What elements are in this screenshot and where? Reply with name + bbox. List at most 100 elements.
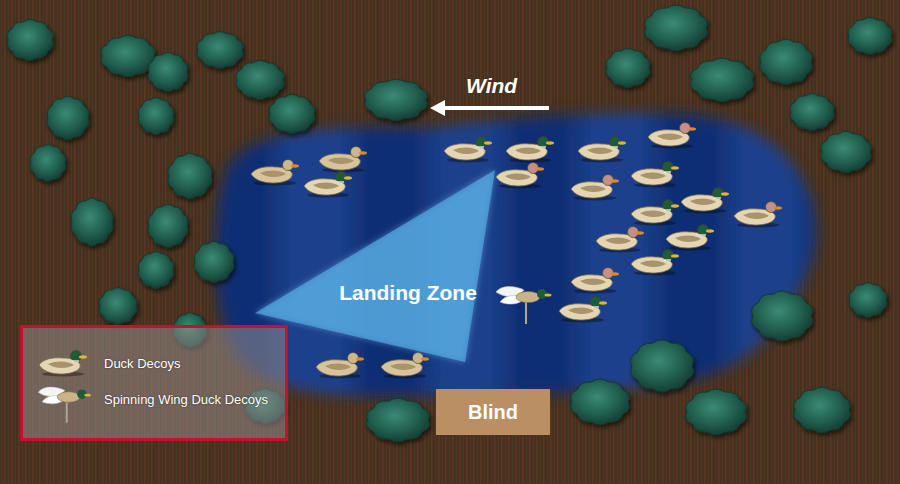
spinner-bill bbox=[545, 294, 552, 297]
decoy-wing bbox=[325, 363, 351, 369]
duck-decoy bbox=[631, 200, 679, 226]
landing-zone-fill bbox=[255, 170, 495, 362]
bush bbox=[148, 52, 188, 91]
bush bbox=[849, 283, 887, 318]
bush bbox=[821, 131, 871, 172]
decoy-bill bbox=[291, 164, 299, 167]
wind-arrow-head bbox=[430, 100, 445, 116]
bush bbox=[690, 58, 753, 101]
decoy-bill bbox=[671, 254, 679, 257]
decoy-neck-ring bbox=[592, 306, 599, 307]
decoys bbox=[251, 123, 782, 379]
decoy-wing bbox=[690, 198, 716, 204]
bush bbox=[686, 389, 747, 435]
bush bbox=[366, 398, 429, 441]
decoy-wing bbox=[640, 172, 666, 178]
decoy-bill bbox=[359, 151, 367, 154]
legend-samples bbox=[23, 328, 103, 438]
pond bbox=[215, 113, 817, 396]
decoy-wing bbox=[260, 170, 286, 176]
decoy-neck-ring bbox=[664, 209, 671, 210]
decoy-wing bbox=[390, 363, 416, 369]
decoy-neck-ring bbox=[699, 234, 706, 235]
bush bbox=[148, 204, 188, 247]
legend-text: Spinning Wing Duck Decoys bbox=[104, 392, 268, 407]
decoy-wing bbox=[313, 182, 339, 188]
duck-decoy bbox=[666, 225, 714, 251]
duck-decoy bbox=[631, 162, 679, 188]
decoy-wing bbox=[743, 212, 769, 218]
duck-decoy bbox=[304, 172, 352, 198]
decoy-neck-ring bbox=[477, 146, 484, 147]
decoy-wing bbox=[453, 147, 479, 153]
bush bbox=[606, 48, 650, 87]
bush bbox=[644, 5, 707, 51]
spinner-pole bbox=[525, 302, 527, 324]
decoy-bill bbox=[671, 204, 679, 207]
pond-water bbox=[215, 113, 817, 396]
spinning-wing-decoy bbox=[496, 287, 552, 325]
spinner-bill bbox=[84, 394, 91, 397]
decoy-bill bbox=[599, 301, 607, 304]
bush bbox=[269, 94, 315, 133]
duck-decoy bbox=[571, 268, 619, 294]
wind-arrow-line bbox=[442, 106, 549, 110]
spinning-wing-decoy bbox=[38, 387, 91, 423]
decoy-wing bbox=[640, 210, 666, 216]
node-label: Landing Zone bbox=[339, 281, 477, 305]
decoy-bill bbox=[546, 141, 554, 144]
legend-box: Duck DecoysSpinning Wing Duck Decoys bbox=[20, 325, 288, 441]
bush bbox=[571, 379, 630, 425]
decoy-neck-ring bbox=[611, 146, 618, 147]
duck-decoy bbox=[596, 227, 644, 253]
bush bbox=[197, 32, 243, 69]
spinner-body bbox=[516, 292, 540, 303]
bush bbox=[630, 340, 693, 392]
decoy-wing bbox=[568, 307, 594, 313]
bush bbox=[364, 79, 427, 120]
landing-zone-glow bbox=[255, 170, 495, 362]
decoy-wing bbox=[328, 157, 354, 163]
bush bbox=[790, 94, 834, 131]
decoy-neck-ring bbox=[539, 146, 546, 147]
decoy-bill bbox=[618, 141, 626, 144]
decoy-wing bbox=[640, 260, 666, 266]
decoy-wing bbox=[580, 278, 606, 284]
duck-decoy bbox=[571, 175, 619, 201]
decoy-wing bbox=[587, 147, 613, 153]
decoy-bill bbox=[611, 179, 619, 182]
decoy-bill bbox=[421, 357, 429, 360]
bush bbox=[7, 19, 53, 60]
bush bbox=[760, 39, 813, 85]
wind-arrow bbox=[430, 100, 549, 116]
blind-box: Blind bbox=[436, 389, 550, 435]
bush bbox=[30, 145, 66, 182]
spinner-body bbox=[57, 392, 80, 402]
duck-decoy bbox=[39, 351, 87, 377]
decoy-bill bbox=[536, 167, 544, 170]
bush bbox=[101, 35, 156, 76]
bush bbox=[138, 252, 174, 289]
bush bbox=[794, 387, 851, 433]
bush bbox=[99, 288, 137, 325]
decoy-bill bbox=[774, 206, 782, 209]
duck-decoy bbox=[251, 160, 299, 186]
bush bbox=[236, 60, 284, 99]
duck-decoy bbox=[319, 147, 367, 173]
duck-decoy bbox=[506, 137, 554, 163]
duck-decoy bbox=[648, 123, 696, 149]
decoy-neck-ring bbox=[714, 197, 721, 198]
duck-decoy bbox=[559, 297, 607, 323]
decoy-bill bbox=[356, 357, 364, 360]
wind-label: Wind bbox=[466, 74, 517, 98]
duck-decoy bbox=[631, 250, 679, 276]
duck-decoy bbox=[381, 353, 429, 379]
decoy-bill bbox=[484, 141, 492, 144]
duck-decoy bbox=[681, 188, 729, 214]
bush bbox=[168, 153, 212, 199]
decoy-bill bbox=[671, 166, 679, 169]
decoy-bill bbox=[344, 176, 352, 179]
legend-text: Duck Decoys bbox=[104, 356, 181, 371]
